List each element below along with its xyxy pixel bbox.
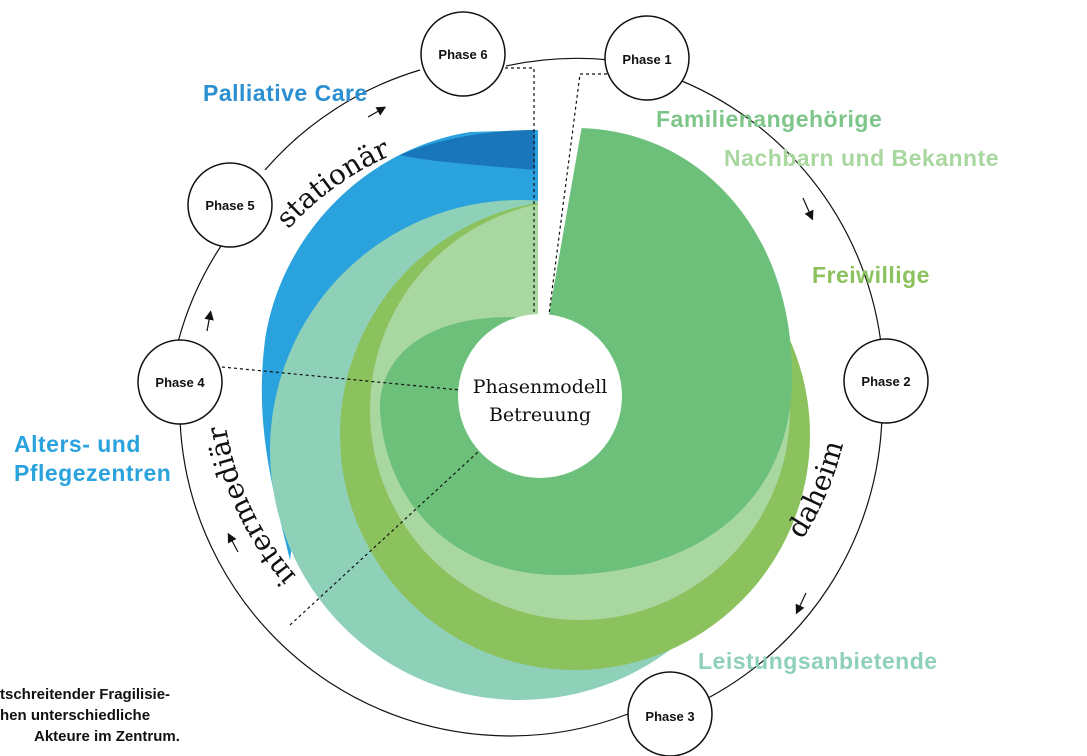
center-title-line2: Betreuung <box>489 404 591 426</box>
actor-alters-line2: Pflegezentren <box>14 460 171 486</box>
phase-2-label: Phase 2 <box>861 374 910 389</box>
phase-node-5: Phase 5 <box>187 162 273 248</box>
cycle-path-1-2 <box>657 71 883 353</box>
phase-1-label: Phase 1 <box>622 52 671 67</box>
phase-4-label: Phase 4 <box>155 375 205 390</box>
stationaer-dark-segment <box>400 130 535 170</box>
actor-leistungsanbietende: Leistungsanbietende <box>698 648 938 674</box>
arrow-3-4 <box>227 532 239 553</box>
caption-line1: tschreitender Fragilisie- <box>0 686 171 703</box>
actor-palliative: Palliative Care <box>203 80 368 106</box>
gap-wedge <box>538 80 590 320</box>
arrow-2-3 <box>795 592 807 615</box>
caption-line3: Akteure im Zentrum. <box>34 728 180 745</box>
phase-node-3: Phase 3 <box>627 671 713 756</box>
center-circle <box>458 314 622 478</box>
actor-freiwillige: Freiwillige <box>812 262 930 288</box>
phase-node-6: Phase 6 <box>420 11 506 97</box>
cycle-path-3-4 <box>179 419 629 737</box>
arrow-1-2 <box>802 197 814 221</box>
connector-phase4 <box>221 366 461 391</box>
cycle-path-5-6 <box>264 69 421 171</box>
cycle-path-2-3 <box>689 414 883 708</box>
actor-familienangehoerige: Familienangehörige <box>656 106 882 132</box>
center-title-line1: Phasenmodell <box>473 376 608 398</box>
connector-phase6 <box>505 67 535 322</box>
arrow-4-5 <box>204 310 214 332</box>
phase-6-label: Phase 6 <box>438 47 487 62</box>
caption-line2: hen unterschiedliche <box>0 707 151 724</box>
actor-alters-line1: Alters- und <box>14 431 141 457</box>
phase-5-label: Phase 5 <box>205 198 254 213</box>
caption: tschreitender Fragilisie- hen unterschie… <box>0 684 300 747</box>
phase-3-label: Phase 3 <box>645 709 694 724</box>
phase-node-4: Phase 4 <box>137 339 223 425</box>
arrow-5-6 <box>367 106 387 118</box>
connector-intermediaer <box>289 451 479 626</box>
cycle-path-6-1 <box>505 57 611 67</box>
connector-phase1 <box>547 73 607 323</box>
phase-node-2: Phase 2 <box>843 338 929 424</box>
phase-node-1: Phase 1 <box>604 15 690 101</box>
actor-nachbarn: Nachbarn und Bekannte <box>724 145 999 171</box>
cycle-path-4-5 <box>177 239 226 343</box>
